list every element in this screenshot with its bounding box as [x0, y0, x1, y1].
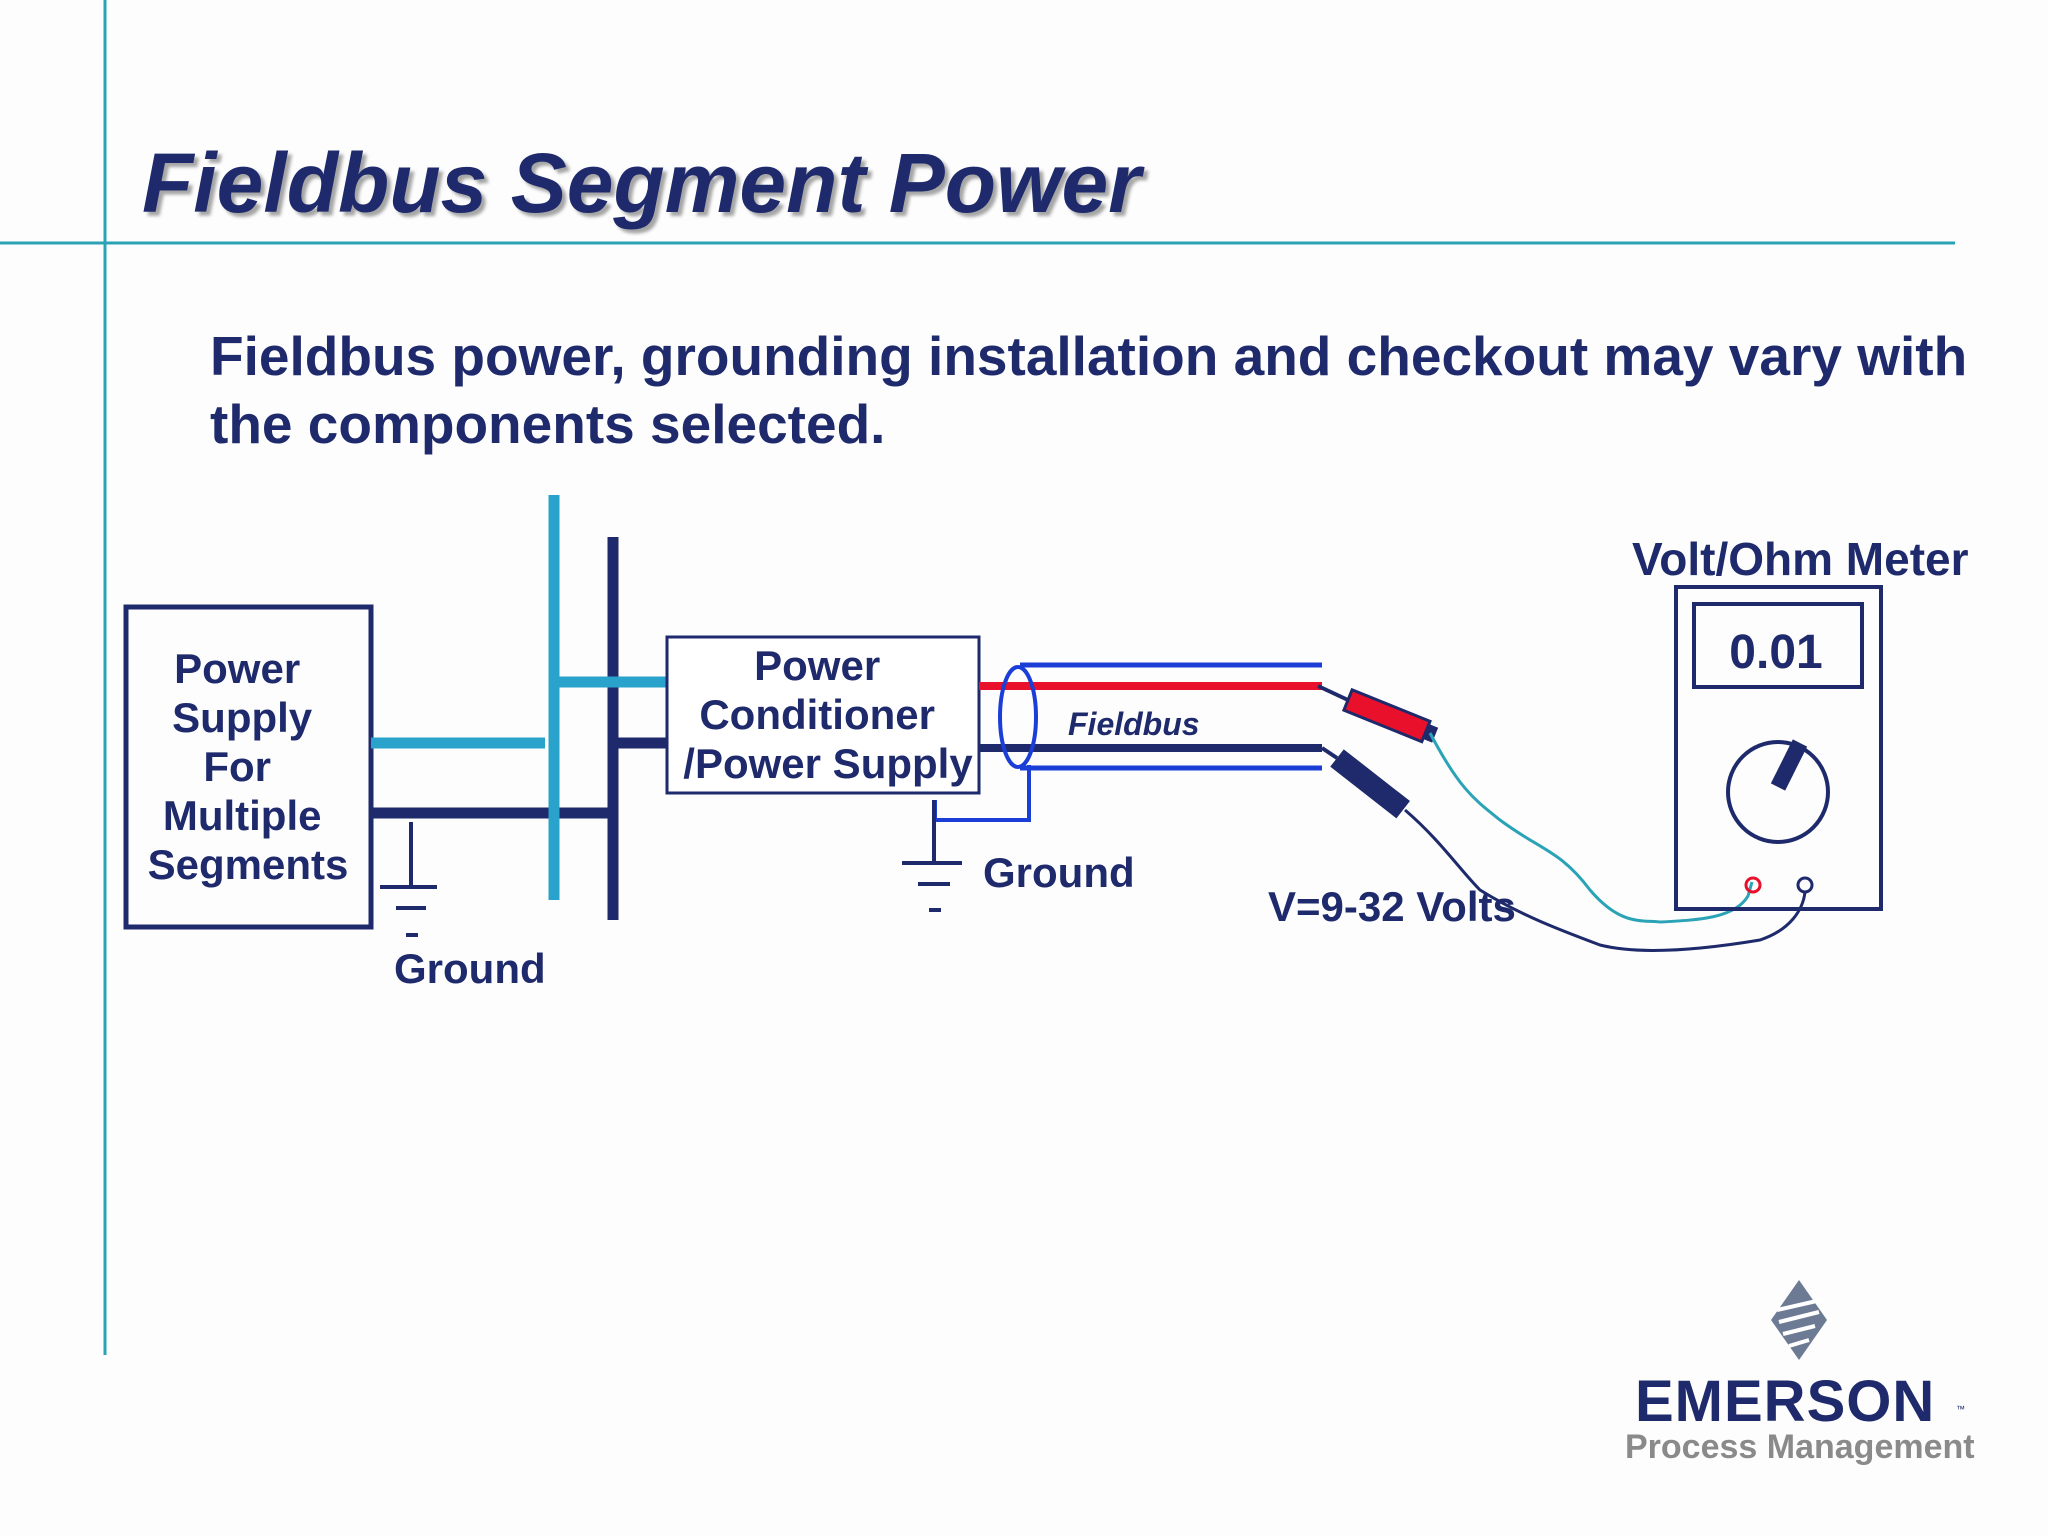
power-supply-line: Power — [174, 645, 300, 692]
red-lead-connector — [1317, 684, 1349, 702]
fieldbus-label: Fieldbus — [1068, 706, 1200, 742]
power-conditioner-box — [665, 635, 981, 795]
meter-body — [1674, 585, 1883, 911]
meter-display — [1692, 602, 1864, 689]
meter-reading: 0.01 — [1729, 626, 1822, 679]
ground-label-2: Ground — [983, 849, 1135, 896]
cable-shield-ellipse — [998, 665, 1038, 769]
power-supply-line: Supply — [172, 694, 313, 741]
meter-dial — [1726, 740, 1830, 844]
red-probe — [1341, 687, 1439, 744]
power-supply-line: For — [203, 743, 271, 790]
ground-symbol-2 — [902, 800, 962, 912]
power-supply-box — [123, 604, 374, 930]
power-conditioner-label: Power Conditioner /Power Supply — [683, 642, 973, 787]
conditioner-line: /Power Supply — [683, 740, 973, 787]
red-terminal — [1744, 876, 1762, 894]
meter-label: Volt/Ohm Meter — [1632, 533, 1969, 585]
red-probe-lead — [1428, 732, 1754, 924]
black-terminal — [1796, 876, 1814, 894]
power-supply-label: Power Supply For Multiple Segments — [148, 645, 349, 888]
navy-probe — [1330, 749, 1410, 819]
navy-probe-lead — [1404, 808, 1807, 952]
ground-symbol-1 — [380, 822, 437, 937]
power-supply-line: Multiple — [163, 792, 322, 839]
emerson-logo-subtitle: Process Management — [1625, 1428, 1975, 1466]
emerson-logo-mark — [1771, 1280, 1827, 1360]
ground-label-1: Ground — [394, 945, 546, 992]
conditioner-line: Conditioner — [699, 691, 935, 738]
emerson-logo-word: EMERSON — [1635, 1369, 1936, 1434]
voltage-label: V=9-32 Volts — [1268, 883, 1516, 930]
slide-subtitle: Fieldbus power, grounding installation a… — [210, 325, 1968, 455]
power-supply-line: Segments — [148, 841, 349, 888]
emerson-logo-tm: ™ — [1956, 1404, 1965, 1414]
dial-pointer — [1770, 739, 1808, 791]
conditioner-line: Power — [754, 642, 880, 689]
navy-lead-connector — [1320, 746, 1339, 760]
slide-title: Fieldbus Segment Power — [142, 136, 1141, 230]
